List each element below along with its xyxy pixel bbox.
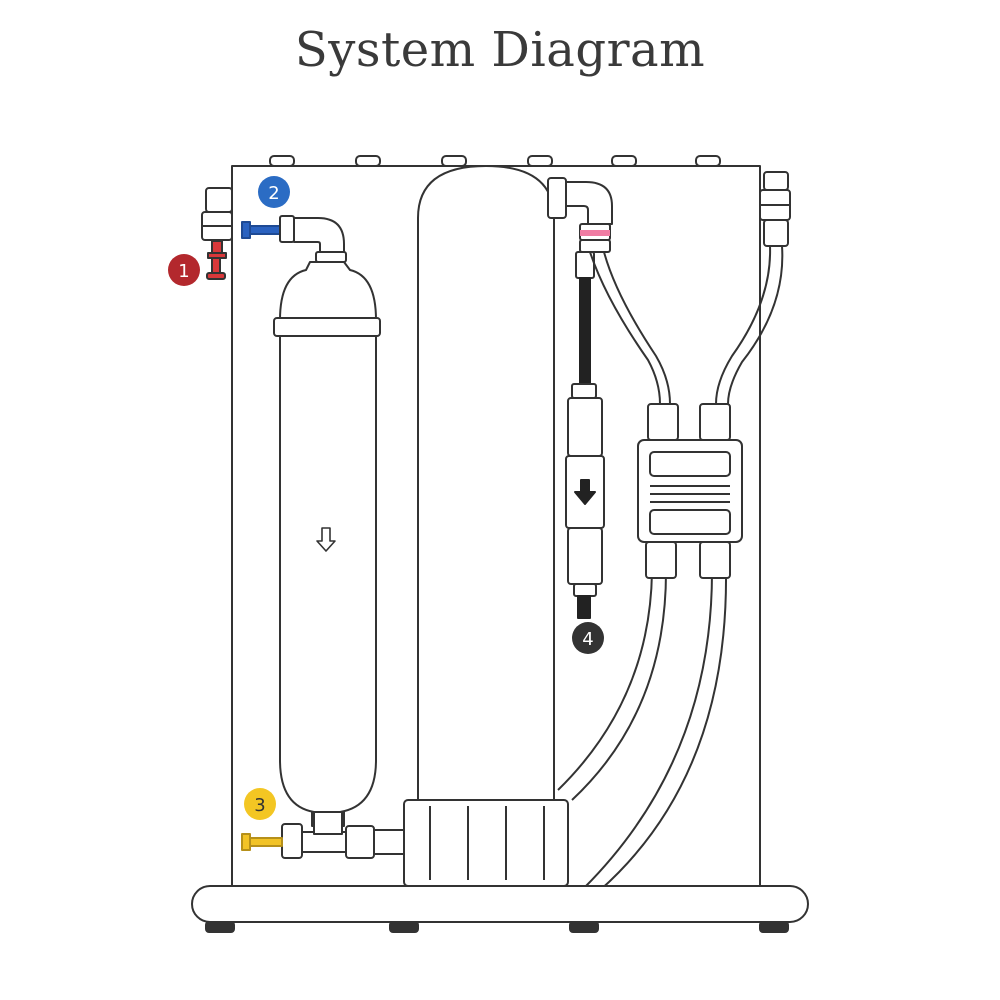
tube-brine-left <box>557 251 671 801</box>
red-valve-1 <box>206 240 227 280</box>
housing-top-knobs <box>269 155 721 167</box>
tube-outlet-right <box>583 245 784 893</box>
down-arrow-solid-icon <box>574 479 596 505</box>
marker-4: 4 <box>572 622 604 654</box>
base-plate <box>191 885 809 933</box>
drain-line <box>565 277 605 619</box>
marker-3: 3 <box>244 788 276 820</box>
flow-manifold <box>637 403 743 579</box>
svg-text:3: 3 <box>254 795 265 816</box>
inlet-fitting-left <box>201 187 233 241</box>
marker-1: 1 <box>168 254 200 286</box>
yellow-valve-3 <box>241 833 283 851</box>
down-arrow-outline-icon <box>316 527 336 552</box>
outlet-fitting-right <box>759 171 791 247</box>
marker-2: 2 <box>258 176 290 208</box>
svg-text:1: 1 <box>178 261 189 282</box>
membrane-cap <box>403 799 569 887</box>
svg-text:2: 2 <box>268 183 279 204</box>
page-title: System Diagram <box>294 22 706 78</box>
bottom-tee-fitting <box>281 811 409 859</box>
svg-text:4: 4 <box>582 629 593 650</box>
